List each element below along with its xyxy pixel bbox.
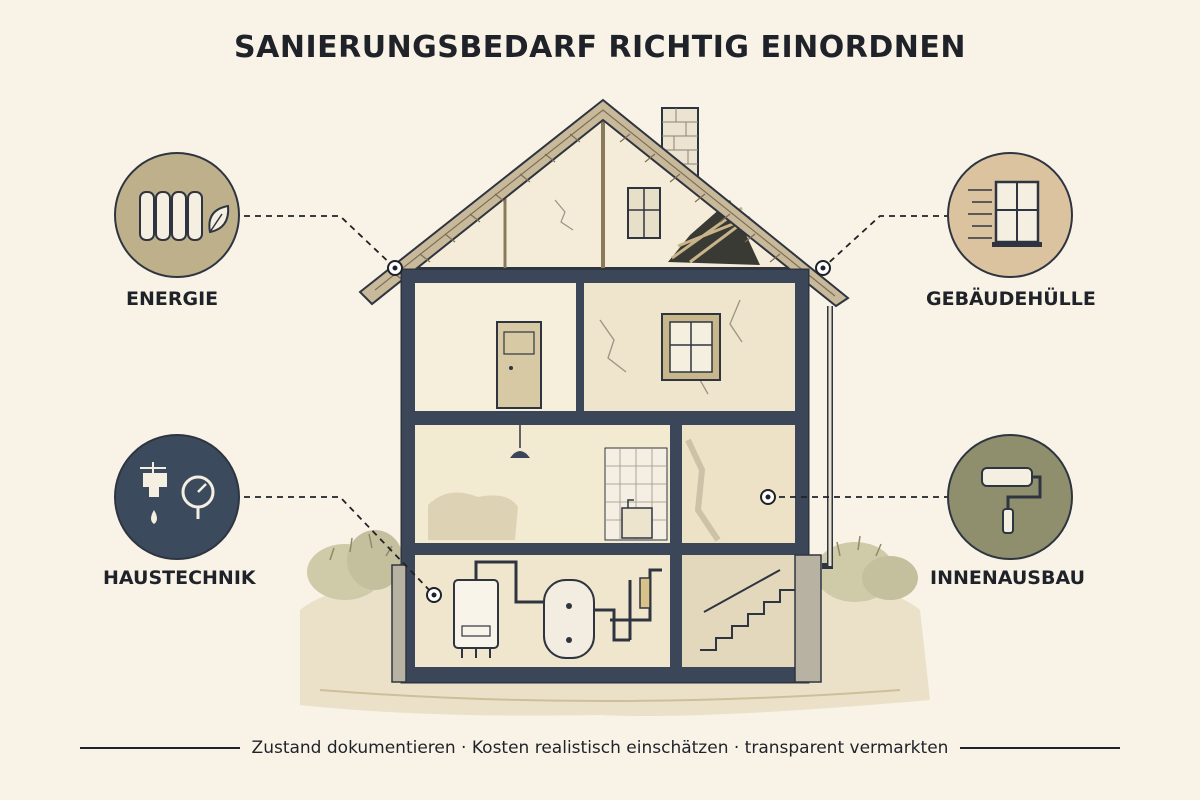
connector-gebaeudehuelle <box>815 215 950 276</box>
paint-roller-icon <box>947 434 1073 560</box>
upper-window <box>661 313 721 381</box>
bathroom-tiles <box>604 447 668 541</box>
roof <box>358 98 850 308</box>
radiator-leaf-icon <box>114 152 240 278</box>
footer-text: Zustand dokumentieren · Kosten realistis… <box>251 738 949 758</box>
label-gebaeudehuelle: GEBÄUDEHÜLLE <box>926 288 1096 310</box>
attic-gable <box>407 116 798 269</box>
label-haustechnik: HAUSTECHNIK <box>103 567 256 589</box>
label-innenausbau: INNENAUSBAU <box>930 567 1086 589</box>
bush-right <box>815 535 918 602</box>
window-brick-icon <box>947 152 1073 278</box>
interior-door <box>496 321 542 409</box>
page-title: SANIERUNGSBEDARF RICHTIG EINORDNEN <box>234 30 966 65</box>
footer-rule-right <box>960 747 1121 749</box>
water-tank <box>543 568 662 659</box>
footer-rule-left <box>79 747 240 749</box>
ceiling-lamp <box>510 425 530 458</box>
faucet-gauge-icon <box>114 434 240 560</box>
connector-innenausbau <box>760 489 950 505</box>
footer: Zustand dokumentieren · Kosten realistis… <box>0 738 1200 758</box>
connector-energie <box>244 215 403 276</box>
bush-left <box>307 530 403 600</box>
connector-haustechnik <box>244 496 442 603</box>
label-energie: ENERGIE <box>126 288 219 310</box>
wall-boiler <box>453 560 544 658</box>
